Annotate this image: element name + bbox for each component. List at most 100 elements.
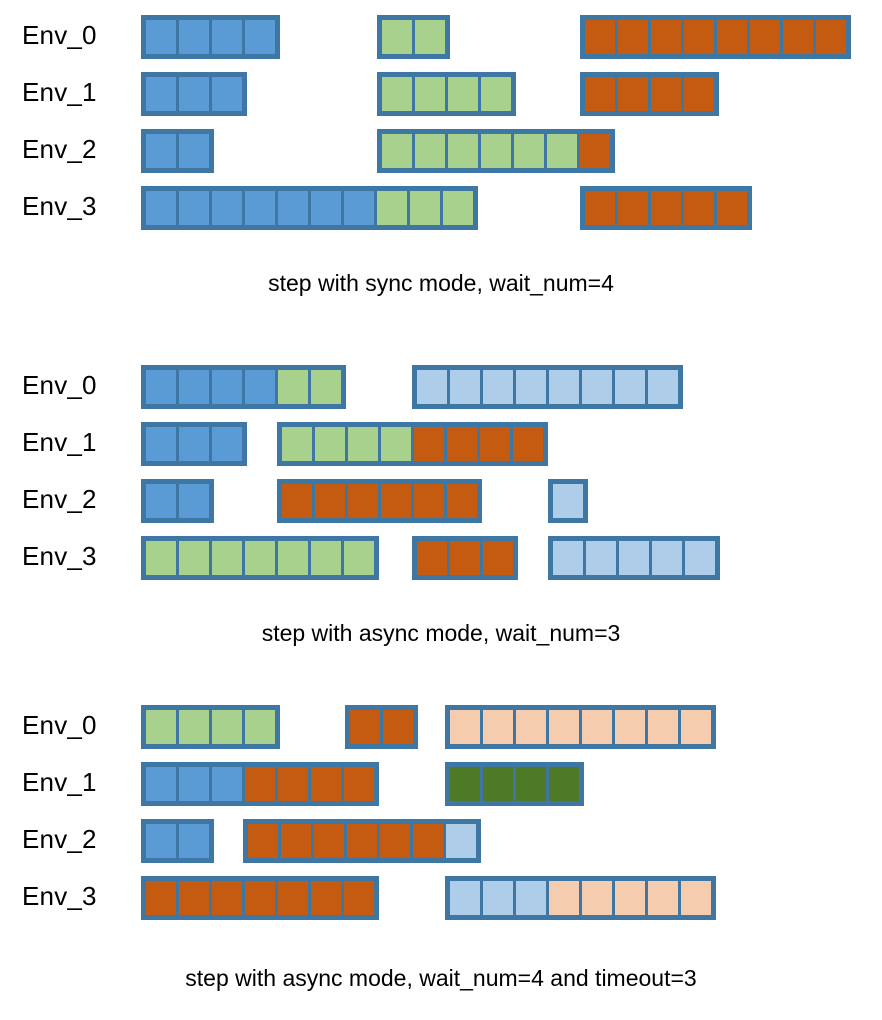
step-cell-blue xyxy=(212,370,242,404)
env-row: Env_2 xyxy=(0,470,882,527)
step-cell-darkgreen xyxy=(483,767,513,801)
step-block-group xyxy=(277,422,548,466)
step-block-group xyxy=(580,72,719,116)
step-block-group xyxy=(580,186,752,230)
step-cell-green xyxy=(146,710,176,744)
env-row-track xyxy=(0,177,882,234)
env-row-label: Env_3 xyxy=(22,540,97,571)
step-cell-blue xyxy=(179,20,209,54)
step-cell-orange xyxy=(585,191,615,225)
step-cell-orange xyxy=(618,191,648,225)
step-cell-orange xyxy=(483,541,513,575)
step-cell-peach xyxy=(549,881,579,915)
step-block-group xyxy=(412,365,683,409)
step-cell-lightblue xyxy=(516,881,546,915)
step-cell-lightblue xyxy=(549,370,579,404)
step-block-group xyxy=(141,422,247,466)
step-cell-orange xyxy=(783,20,813,54)
step-cell-lightblue xyxy=(553,541,583,575)
step-block-group xyxy=(141,72,247,116)
step-cell-orange xyxy=(414,427,444,461)
step-cell-orange xyxy=(618,20,648,54)
env-row: Env_2 xyxy=(0,120,882,177)
panel-caption: step with sync mode, wait_num=4 xyxy=(268,270,614,296)
env-row: Env_3 xyxy=(0,177,882,234)
step-cell-orange xyxy=(344,767,374,801)
step-cell-peach xyxy=(483,710,513,744)
env-row: Env_1 xyxy=(0,753,882,810)
step-cell-lightblue xyxy=(615,370,645,404)
step-cell-green xyxy=(410,191,440,225)
step-cell-blue xyxy=(146,767,176,801)
env-row-label: Env_1 xyxy=(22,76,97,107)
step-cell-orange xyxy=(383,710,413,744)
step-cell-orange xyxy=(480,427,510,461)
step-cell-darkgreen xyxy=(450,767,480,801)
env-row-label: Env_3 xyxy=(22,190,97,221)
step-block-group xyxy=(141,762,379,806)
step-cell-orange xyxy=(278,881,308,915)
step-cell-orange xyxy=(245,767,275,801)
step-cell-blue xyxy=(146,20,176,54)
step-block-group xyxy=(445,762,584,806)
step-block-group xyxy=(377,72,516,116)
step-cell-blue xyxy=(212,20,242,54)
step-cell-peach xyxy=(582,881,612,915)
step-cell-lightblue xyxy=(417,370,447,404)
step-cell-blue xyxy=(146,77,176,111)
step-cell-peach xyxy=(681,710,711,744)
step-cell-green xyxy=(481,134,511,168)
step-cell-lightblue xyxy=(483,881,513,915)
step-block-group xyxy=(141,536,379,580)
step-cell-lightblue xyxy=(619,541,649,575)
step-cell-darkgreen xyxy=(516,767,546,801)
step-block-group xyxy=(141,705,280,749)
step-block-group xyxy=(141,15,280,59)
panel-caption: step with async mode, wait_num=4 and tim… xyxy=(185,965,697,991)
step-cell-orange xyxy=(314,824,344,858)
step-cell-green xyxy=(382,134,412,168)
step-block-group xyxy=(548,479,588,523)
step-block-group xyxy=(445,705,716,749)
env-row-label: Env_0 xyxy=(22,369,97,400)
env-row: Env_2 xyxy=(0,810,882,867)
step-cell-green xyxy=(212,541,242,575)
env-row: Env_0 xyxy=(0,6,882,63)
step-cell-blue xyxy=(146,134,176,168)
step-cell-green xyxy=(344,541,374,575)
env-row-track xyxy=(0,356,882,413)
step-cell-lightblue xyxy=(446,824,476,858)
env-row-track xyxy=(0,753,882,810)
env-row-track xyxy=(0,696,882,753)
step-cell-orange xyxy=(816,20,846,54)
step-cell-orange xyxy=(347,824,377,858)
step-cell-orange xyxy=(684,191,714,225)
step-block-group xyxy=(141,365,346,409)
step-cell-orange xyxy=(585,77,615,111)
step-cell-green xyxy=(415,20,445,54)
step-cell-green xyxy=(315,427,345,461)
step-cell-peach xyxy=(648,881,678,915)
step-cell-orange xyxy=(651,20,681,54)
step-cell-orange xyxy=(684,20,714,54)
step-cell-green xyxy=(547,134,577,168)
step-cell-orange xyxy=(380,824,410,858)
step-cell-green xyxy=(377,191,407,225)
env-row: Env_3 xyxy=(0,527,882,584)
step-cell-blue xyxy=(179,484,209,518)
step-cell-lightblue xyxy=(516,370,546,404)
step-block-group xyxy=(243,819,481,863)
step-cell-peach xyxy=(615,710,645,744)
step-cell-green xyxy=(382,20,412,54)
step-cell-peach xyxy=(516,710,546,744)
step-block-group xyxy=(445,876,716,920)
step-cell-green xyxy=(382,77,412,111)
step-block-group xyxy=(141,819,214,863)
step-cell-green xyxy=(514,134,544,168)
step-cell-lightblue xyxy=(582,370,612,404)
step-cell-orange xyxy=(513,427,543,461)
step-cell-blue xyxy=(278,191,308,225)
step-cell-blue xyxy=(146,370,176,404)
